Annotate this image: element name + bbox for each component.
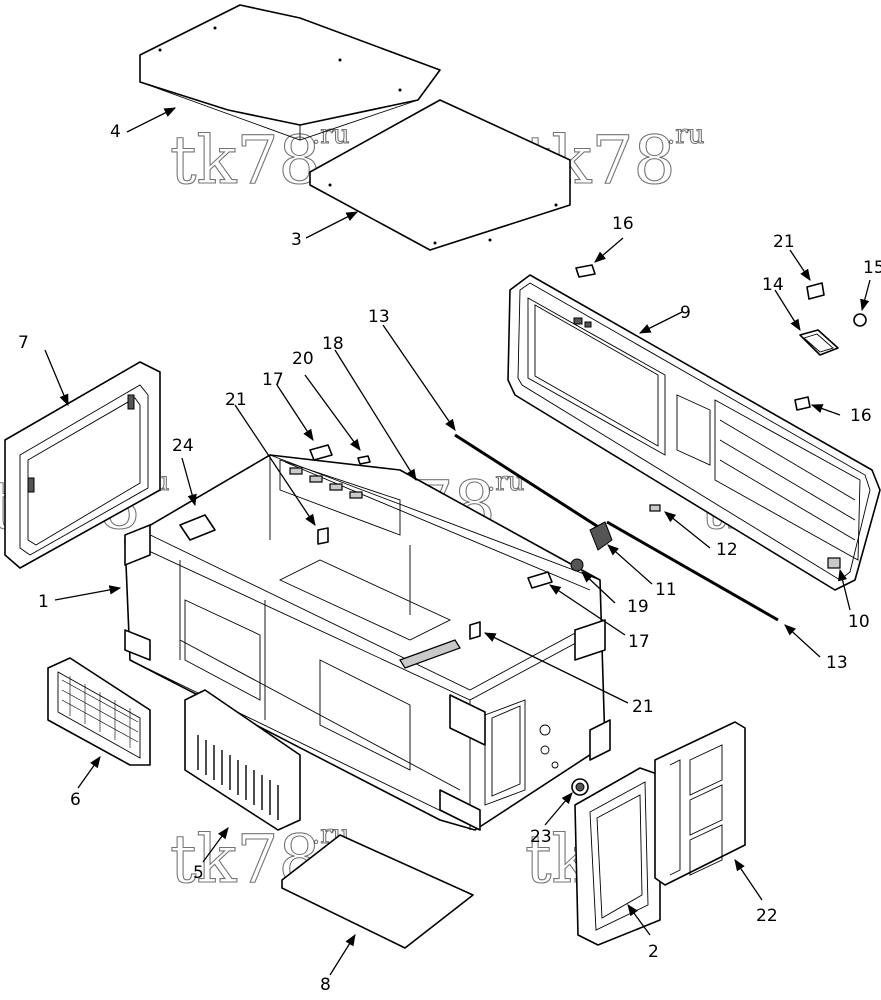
part-roof-panel-front xyxy=(309,99,571,251)
callout-1: 1 xyxy=(38,592,49,612)
watermark-suffix: .ru xyxy=(487,467,524,497)
callout-4: 4 xyxy=(110,122,121,142)
part-latch xyxy=(570,504,661,572)
callout-9: 9 xyxy=(680,303,691,323)
watermark-suffix: .ru xyxy=(312,120,349,150)
part-bracket-24 xyxy=(179,514,216,541)
callout-24: 24 xyxy=(172,436,194,456)
part-grommet-23 xyxy=(571,778,589,796)
callout-22: 22 xyxy=(756,906,778,926)
callout-21c: 21 xyxy=(632,697,654,717)
part-grille-6 xyxy=(47,657,151,766)
callout-17a: 17 xyxy=(262,370,284,390)
part-clips xyxy=(309,444,553,640)
callout-13a: 13 xyxy=(368,307,390,327)
callout-21b: 21 xyxy=(773,232,795,252)
callout-18: 18 xyxy=(322,334,344,354)
callout-21a: 21 xyxy=(225,390,247,410)
callout-labels: 1 2 3 4 5 6 7 8 9 10 11 12 13 13 14 15 1… xyxy=(18,122,881,995)
callout-6: 6 xyxy=(70,790,81,810)
callout-5: 5 xyxy=(193,863,204,883)
part-roof-panel-rear xyxy=(139,4,441,141)
callout-8: 8 xyxy=(320,975,331,995)
callout-16a: 16 xyxy=(612,214,634,234)
callout-7: 7 xyxy=(18,333,29,353)
part-small-hardware-right xyxy=(575,264,867,411)
part-end-panel-2 xyxy=(574,767,661,946)
part-louvered-panel-5 xyxy=(184,689,301,831)
part-end-panel-22 xyxy=(654,721,746,886)
callout-lines xyxy=(44,107,871,976)
callout-3: 3 xyxy=(291,230,302,250)
callout-16b: 16 xyxy=(850,406,872,426)
callout-12: 12 xyxy=(716,540,738,560)
callout-10: 10 xyxy=(848,612,870,632)
part-side-door-left xyxy=(4,361,161,569)
part-rods xyxy=(454,433,779,622)
watermark-suffix: .ru xyxy=(667,120,704,150)
callout-19: 19 xyxy=(627,597,649,617)
part-main-frame xyxy=(124,454,611,831)
watermark-text: tk78 xyxy=(170,122,321,199)
watermark: tk78 .ru xyxy=(169,119,350,199)
callout-20: 20 xyxy=(292,349,314,369)
callout-13b: 13 xyxy=(826,653,848,673)
callout-14: 14 xyxy=(762,275,784,295)
callout-11: 11 xyxy=(655,580,677,600)
part-front-door-right xyxy=(507,274,881,591)
callout-23: 23 xyxy=(530,827,552,847)
part-floor-panel-8 xyxy=(281,834,474,949)
callout-2: 2 xyxy=(648,942,659,962)
callout-17b: 17 xyxy=(628,632,650,652)
callout-15: 15 xyxy=(863,258,881,278)
